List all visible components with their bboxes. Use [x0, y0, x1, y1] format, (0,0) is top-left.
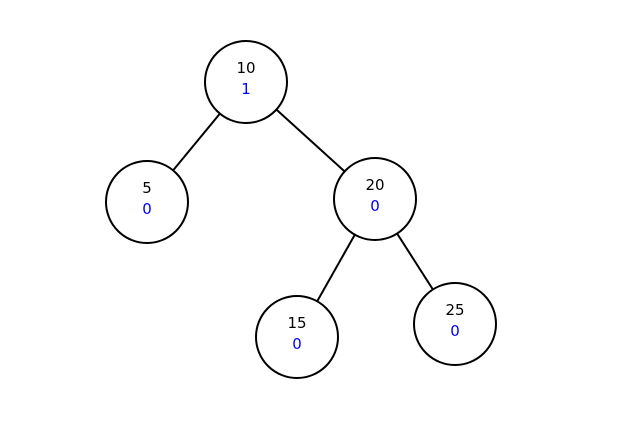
tree-node-5: 5 0 — [105, 160, 189, 244]
node-circle — [255, 295, 339, 379]
node-circle — [204, 40, 288, 124]
tree-node-15: 15 0 — [255, 295, 339, 379]
node-circle — [413, 282, 497, 366]
tree-node-10: 10 1 — [204, 40, 288, 124]
node-value: 10 — [236, 59, 255, 77]
node-value: 15 — [287, 314, 306, 332]
node-annotation: 0 — [292, 335, 302, 353]
tree-node-20: 20 0 — [333, 157, 417, 241]
node-circle — [105, 160, 189, 244]
node-value: 5 — [142, 179, 152, 197]
node-annotation: 0 — [370, 197, 380, 215]
node-circle — [333, 157, 417, 241]
node-annotation: 1 — [241, 80, 251, 98]
node-annotation: 0 — [142, 200, 152, 218]
node-value: 20 — [365, 176, 384, 194]
node-value: 25 — [445, 301, 464, 319]
tree-node-25: 25 0 — [413, 282, 497, 366]
node-annotation: 0 — [450, 322, 460, 340]
